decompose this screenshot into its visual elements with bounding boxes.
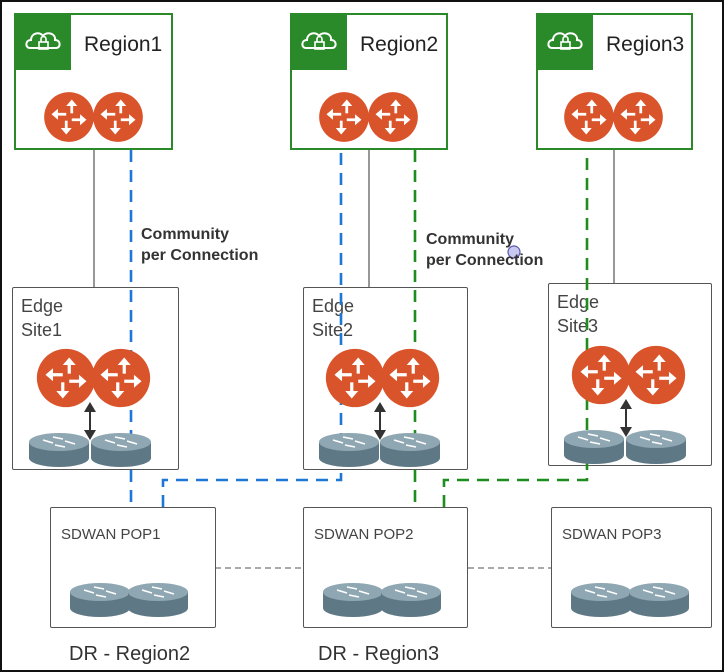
edge-title-line2: Site1 [21,320,63,340]
router-gray-icon [625,429,687,465]
cloud-lock-icon [16,15,71,70]
edge-title-line1: Edge [557,292,600,312]
pop-title: SDWAN POP2 [314,526,414,543]
edge-title-line2: Site2 [312,320,354,340]
router-gray-icon [69,582,131,618]
router-gray-icon [563,429,625,465]
pop-title: SDWAN POP1 [61,526,161,543]
router-orange-icon [570,344,632,406]
annotation-line2: per Connection [141,247,259,264]
router-gray-icon [90,432,152,468]
annotation-community-1: Community per Connection [141,224,258,266]
annotation-line2: per Connection [426,252,544,269]
cloud-lock-icon [292,15,347,70]
blue-dashed-path-2 [161,150,343,507]
router-gray-icon [379,432,441,468]
annotation-line1: Community [426,231,514,248]
region-title: Region1 [84,33,163,56]
arrow-bidirectional-icon [84,402,96,440]
edge-title-line1: Edge [312,296,355,316]
router-orange-icon [317,90,371,144]
router-orange-icon [35,347,97,409]
router-orange-icon [366,90,420,144]
router-orange-icon [90,347,152,409]
cloud-lock-icon [538,15,593,70]
router-gray-icon [28,432,90,468]
router-orange-icon [324,347,386,409]
region2-box: Region2 [290,13,448,150]
annotation-line1: Community [141,226,229,243]
router-gray-icon [318,432,380,468]
router-gray-icon [628,582,690,618]
router-orange-icon [42,90,96,144]
pop-title: SDWAN POP3 [562,526,662,543]
region3-box: Region3 [536,13,693,150]
region-title: Region2 [360,33,439,56]
router-orange-icon [562,90,616,144]
dr-region3-label: DR - Region3 [318,643,440,665]
router-gray-icon [380,582,442,618]
router-gray-icon [322,582,384,618]
router-gray-icon [570,582,632,618]
router-orange-icon [611,90,665,144]
arrow-bidirectional-icon [620,399,632,437]
selection-handle[interactable] [507,245,521,259]
router-gray-icon [127,582,189,618]
annotation-community-2: Community per Connection [426,229,543,271]
region1-box: Region1 [14,13,173,150]
dr-region2-label: DR - Region2 [69,643,191,665]
region-title: Region3 [606,33,685,56]
router-orange-icon [625,344,687,406]
router-orange-icon [91,90,145,144]
arrow-bidirectional-icon [374,402,386,440]
router-orange-icon [379,347,441,409]
edge-title-line1: Edge [21,296,64,316]
